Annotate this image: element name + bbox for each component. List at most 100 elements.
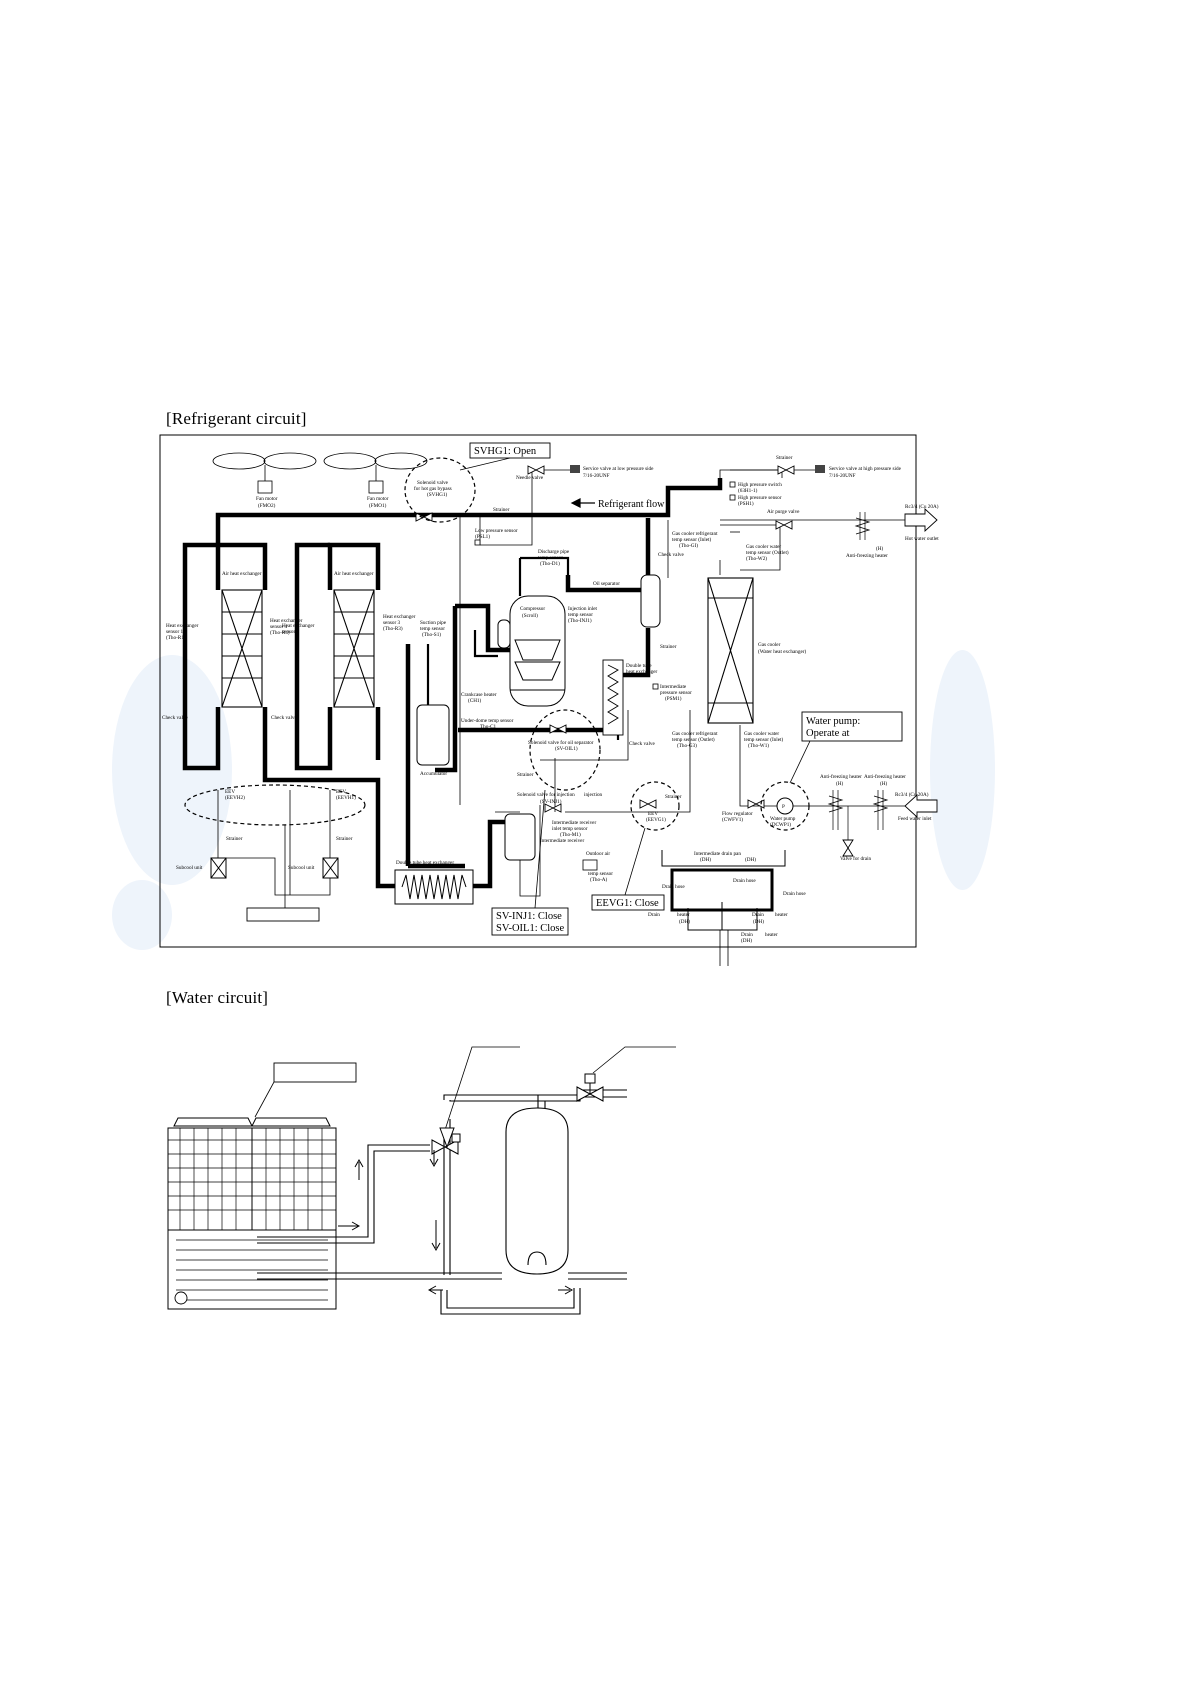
water-pipes bbox=[257, 1089, 627, 1315]
diagram-label: SV-OIL1: Close bbox=[496, 923, 564, 934]
intermediate-receiver-icon bbox=[504, 813, 536, 861]
diagram-label: (Tho-G3) bbox=[677, 742, 697, 749]
diagram-label: Feed water inlet bbox=[898, 816, 932, 822]
diagram-label: sensor 1 bbox=[282, 629, 300, 635]
diagram-label: (DH) bbox=[753, 918, 764, 925]
diagram-label: Heat exchanger bbox=[282, 623, 315, 629]
diagram-label: Strainer bbox=[776, 455, 793, 461]
diagram-label: Strainer bbox=[517, 772, 534, 778]
diagram-label: pressure sensor bbox=[660, 690, 692, 696]
diagram-label: for hot gas bypass bbox=[414, 485, 452, 492]
diagram-label: Heat exchanger bbox=[383, 614, 416, 620]
diagram-label: temp sensor bbox=[538, 555, 563, 561]
subcool-unit-1-icon bbox=[322, 857, 339, 879]
diagram-label: Drain bbox=[752, 912, 764, 918]
diagram-label: (PSM1) bbox=[665, 695, 682, 702]
diagram-label: Intermediate receiver bbox=[540, 838, 584, 844]
diagram-label: Water pump bbox=[770, 816, 796, 822]
anti-freezing-heater-icons bbox=[827, 517, 889, 813]
valve-symbols bbox=[415, 465, 854, 857]
fmo1-label: (FMO1) bbox=[369, 502, 387, 509]
compressor-icon bbox=[497, 595, 566, 707]
diagram-label: 7/16-20UNF bbox=[829, 473, 856, 479]
diagram-label: Intermediate bbox=[660, 684, 687, 690]
diagram-label: (DH) bbox=[741, 937, 752, 944]
diagram-label: Double tube bbox=[626, 663, 652, 669]
blank-callout-box bbox=[246, 907, 320, 922]
air-heat-exchanger-1 bbox=[333, 589, 375, 708]
diagram-label: Hot water outlet bbox=[905, 536, 939, 542]
diagram-label: Injection inlet bbox=[568, 606, 598, 612]
diagram-label: (DH) bbox=[700, 856, 711, 863]
subcool-unit-2-icon bbox=[210, 857, 227, 879]
diagram-label: (Tho-R4) bbox=[270, 629, 290, 636]
diagram-label: sensor 1 bbox=[166, 629, 184, 635]
diagram-label: (Tho-R1) bbox=[166, 634, 186, 641]
diagram-label: temp sensor bbox=[420, 626, 445, 632]
diagram-label: Drain hose bbox=[733, 878, 756, 884]
eevg1-status-box: EEVG1: Close bbox=[591, 894, 665, 911]
water-flow-arrows bbox=[338, 1150, 574, 1295]
diagram-label: (Tho-GI) bbox=[679, 542, 698, 549]
air-heat-exchanger-2 bbox=[221, 589, 263, 708]
outdoor-unit-grille bbox=[168, 1128, 336, 1301]
component-labels: Solenoid valve for hot gas bypass (SVHG1… bbox=[162, 455, 939, 944]
diagram-label: EEVG1: Close bbox=[596, 898, 659, 909]
compressor-label: Compressor bbox=[520, 606, 545, 612]
diagram-label: temp sensor (Outlet) bbox=[672, 736, 715, 743]
diagram-label: Anti-freezing heater bbox=[820, 773, 862, 780]
diagram-label: Solenoid valve for injection bbox=[517, 791, 575, 798]
diagram-label: Anti-freezing heater bbox=[846, 552, 888, 559]
diagram-label: sensor 3 bbox=[383, 620, 401, 626]
diagram-label: Oil separator bbox=[593, 581, 620, 587]
diagram-label: Valve for drain bbox=[840, 855, 872, 862]
diagram-label: (H) bbox=[876, 545, 883, 552]
diagram-label: temp sensor bbox=[588, 871, 613, 877]
diagram-label: Check valve bbox=[162, 715, 188, 721]
double-tube-hx-main-icon bbox=[394, 869, 474, 905]
diagram-label: Service valve at low pressure side bbox=[583, 466, 654, 472]
refrigerant-circuit-title: [Refrigerant circuit] bbox=[166, 409, 307, 428]
hot-water-outlet-arrow bbox=[904, 507, 938, 533]
water-pump-symbol: P bbox=[782, 804, 785, 810]
hot-water-tank-icon bbox=[505, 1107, 569, 1275]
gas-cooler-icon bbox=[707, 577, 754, 724]
fan-2-icon bbox=[212, 452, 317, 494]
diagram-label: High pressure sensor bbox=[738, 495, 782, 501]
air-hx-2-label: Air heat exchanger bbox=[222, 571, 262, 577]
diagram-label: heater bbox=[677, 912, 690, 918]
diagram-label: temp sensor (Outlet) bbox=[746, 549, 789, 556]
diagram-label: Intermediate drain pan bbox=[694, 851, 741, 857]
water-unit-callout-box bbox=[273, 1062, 357, 1083]
fmo2-label: (FMO2) bbox=[258, 502, 276, 509]
diagram-label: Under-dome temp sensor bbox=[461, 718, 514, 724]
diagram-label: (H) bbox=[836, 780, 843, 787]
diagram-label: (CWFV1) bbox=[722, 816, 743, 823]
diagram-label: (DH) bbox=[679, 918, 690, 925]
diagram-label: Strainer bbox=[336, 836, 353, 842]
diagram-label: temp sensor bbox=[568, 612, 593, 618]
diagram-label: injection bbox=[584, 792, 603, 798]
diagram-label: (PSL1) bbox=[475, 533, 490, 540]
diagram-label: Solenoid valve bbox=[417, 480, 449, 486]
sensor-markers bbox=[474, 481, 736, 871]
diagram-label: (Tho-INJ1) bbox=[568, 617, 592, 624]
feed-water-inlet-arrow bbox=[904, 793, 938, 819]
highlight-circles bbox=[184, 457, 810, 831]
diagram-label: Heat exchanger bbox=[270, 618, 303, 624]
diagram-label: Drain hose bbox=[783, 891, 806, 897]
diagram-label: sensor 4 bbox=[270, 624, 288, 630]
diagram-label: Rc3/4 (Cu 20A) bbox=[895, 791, 929, 798]
diagram-label: (63H1-1) bbox=[738, 487, 758, 494]
diagram-label: Anti-freezing heater bbox=[864, 773, 906, 780]
oil-separator-icon bbox=[640, 574, 661, 628]
diagram-label: Heat exchanger bbox=[166, 623, 199, 629]
diagram-label: (CH1) bbox=[468, 697, 482, 704]
diagram-label: (Tho-R3) bbox=[383, 625, 403, 632]
diagram-label: Needle valve bbox=[516, 475, 544, 481]
diagram-label: Air purge valve bbox=[767, 509, 800, 515]
diagram-label: Flow regulator bbox=[722, 811, 753, 817]
heavy-refrigerant-lines bbox=[182, 478, 723, 889]
air-hx-1-label: Air heat exchanger bbox=[334, 571, 374, 577]
